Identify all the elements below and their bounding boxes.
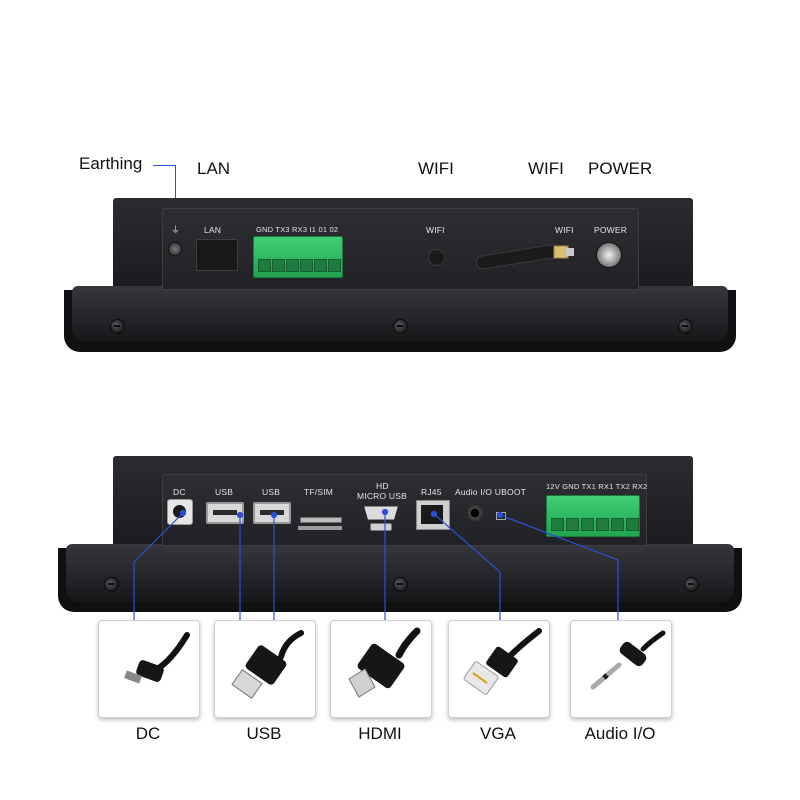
audio-uboot-port-label: Audio I/O UBOOT xyxy=(455,487,527,497)
top-terminal-label: GND TX3 RX3 I1 01 02 xyxy=(256,225,339,234)
usb-plug-icon xyxy=(231,630,304,699)
cable-label-vga: VGA xyxy=(480,724,516,743)
wifi-antenna-icon xyxy=(475,243,574,270)
earthing-leader-h xyxy=(153,165,175,166)
hdmi-plug-icon xyxy=(348,627,421,698)
lan-port[interactable] xyxy=(196,239,238,271)
rj45-port-label: RJ45 xyxy=(421,487,442,497)
cable-label-usb: USB xyxy=(246,724,282,743)
tf-sim-port-label: TF/SIM xyxy=(304,487,334,497)
wifi-right-port-label: WIFI xyxy=(555,225,574,235)
top-terminal-block[interactable] xyxy=(253,236,343,278)
dc-port-label: DC xyxy=(173,487,186,497)
usb1-port-label: USB xyxy=(215,487,234,497)
callout-wifi-left: WIFI xyxy=(418,159,454,178)
dc-plug-icon xyxy=(124,632,190,684)
tf-sim-slot[interactable] xyxy=(300,517,342,523)
power-button[interactable] xyxy=(596,242,622,268)
screw xyxy=(104,577,119,592)
screw xyxy=(393,319,408,334)
callout-wifi-right: WIFI xyxy=(528,159,564,178)
wifi-antenna-port-left[interactable] xyxy=(428,249,445,266)
bottom-terminal-block[interactable] xyxy=(546,495,640,537)
callout-power: POWER xyxy=(588,159,653,178)
power-port-label: POWER xyxy=(594,225,628,235)
cable-label-hdmi: HDMI xyxy=(358,724,402,743)
rj45-plug-icon xyxy=(463,628,542,695)
usb2-port-label: USB xyxy=(262,487,281,497)
screw xyxy=(684,577,699,592)
screw xyxy=(110,319,125,334)
cable-label-dc: DC xyxy=(135,724,161,743)
wifi-left-port-label: WIFI xyxy=(426,225,445,235)
earthing-leader-v xyxy=(175,165,176,227)
cable-card-hdmi xyxy=(330,620,432,718)
screw xyxy=(678,319,693,334)
cable-label-audio: Audio I/O xyxy=(584,724,656,743)
dc-jack[interactable] xyxy=(167,499,193,525)
cable-card-audio xyxy=(570,620,672,718)
bottom-frame xyxy=(66,544,734,602)
micro-usb-port[interactable] xyxy=(370,523,392,531)
micro-usb-port-label: MICRO USB xyxy=(357,491,407,501)
screw xyxy=(393,577,408,592)
cable-card-dc xyxy=(98,620,200,718)
earthing-screw[interactable] xyxy=(168,242,182,256)
bottom-terminal-label: 12V GND TX1 RX1 TX2 RX2 xyxy=(546,482,648,491)
usb-port-1[interactable] xyxy=(206,502,244,524)
ground-symbol-icon: ⏚ xyxy=(171,225,181,235)
callout-earthing: Earthing xyxy=(79,154,143,173)
callout-lan: LAN xyxy=(197,159,231,178)
cable-card-usb xyxy=(214,620,316,718)
lan-port-label: LAN xyxy=(204,225,222,235)
hd-port-label: HD xyxy=(376,481,389,491)
audio-jack-port[interactable] xyxy=(467,505,483,521)
cable-card-vga xyxy=(448,620,550,718)
tf-sim-slot-lower xyxy=(298,526,342,530)
audio-jack-icon xyxy=(590,630,666,690)
